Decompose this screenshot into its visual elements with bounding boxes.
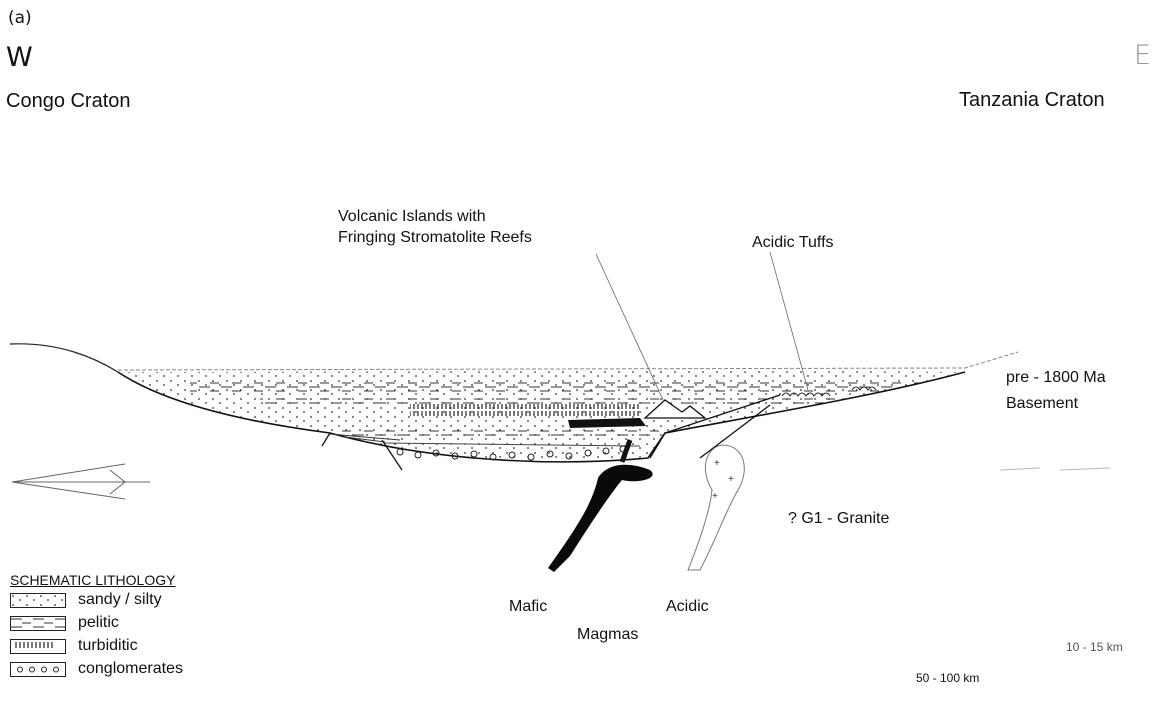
- magmas-label: Magmas: [577, 624, 638, 645]
- legend-title: SCHEMATIC LITHOLOGY: [10, 572, 175, 588]
- basement-label-line1: pre - 1800 Ma: [1006, 365, 1106, 391]
- horizontal-scale-label: 50 - 100 km: [916, 671, 979, 685]
- svg-text:+: +: [728, 474, 734, 485]
- volcanic-label-line1: Volcanic Islands with: [338, 206, 532, 227]
- volcanic-islands-label: Volcanic Islands with Fringing Stromatol…: [338, 206, 532, 248]
- basin-fill: [110, 365, 980, 475]
- western-surface-line: [10, 344, 118, 372]
- legend-label-sandy: sandy / silty: [78, 591, 162, 609]
- svg-text:+: +: [714, 458, 720, 469]
- granite-body: + + +: [688, 445, 744, 570]
- pelitic-swatch: [10, 616, 66, 631]
- conglomerates-swatch: [10, 662, 66, 677]
- granite-label: ? G1 - Granite: [788, 508, 889, 529]
- legend-label-pelitic: pelitic: [78, 614, 119, 632]
- east-direction-label: E: [1134, 40, 1151, 71]
- basement-label-line2: Basement: [1006, 391, 1106, 417]
- panel-label: (a): [8, 8, 32, 28]
- basement-label: pre - 1800 Ma Basement: [1006, 365, 1106, 417]
- west-direction-label: W: [6, 42, 33, 73]
- acidic-tuffs-label: Acidic Tuffs: [752, 232, 834, 253]
- legend-label-conglomerates: conglomerates: [78, 660, 183, 678]
- svg-text:+: +: [712, 491, 718, 502]
- east-faint-marks: [1000, 468, 1110, 470]
- legend-label-turbiditic: turbiditic: [78, 637, 138, 655]
- sea-level-line: [118, 352, 1018, 370]
- west-arrow: [12, 464, 150, 499]
- volcanic-label-line2: Fringing Stromatolite Reefs: [338, 227, 532, 248]
- sandy-swatch: [10, 593, 66, 608]
- vertical-scale-label: 10 - 15 km: [1066, 640, 1123, 654]
- acidic-label: Acidic: [666, 596, 709, 617]
- turbiditic-swatch: [10, 639, 66, 654]
- congo-craton-label: Congo Craton: [6, 90, 131, 113]
- tanzania-craton-label: Tanzania Craton: [959, 89, 1105, 112]
- mafic-magma: [548, 465, 653, 572]
- mafic-label: Mafic: [509, 596, 547, 617]
